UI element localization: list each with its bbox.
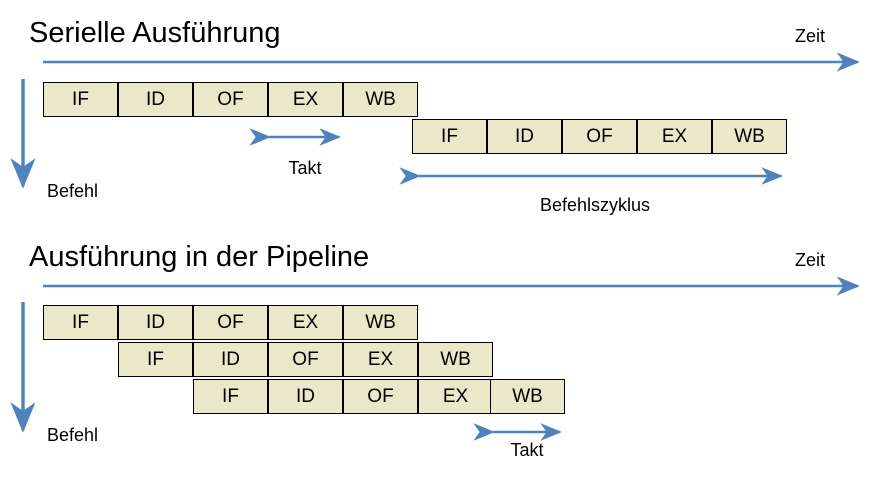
- serial-row2-cell-if: IF: [412, 119, 487, 154]
- serial-row1-cell-of: OF: [193, 82, 268, 117]
- serial-instruction-axis-label: Befehl: [47, 181, 99, 201]
- pipeline-row3-cell-of: OF: [343, 379, 418, 414]
- pipeline-row3-cell-ex: EX: [418, 379, 493, 414]
- serial-section-title: Serielle Ausführung: [29, 17, 281, 49]
- pipeline-row1-cell-wb: WB: [343, 305, 418, 340]
- pipeline-row1-cell-of: OF: [193, 305, 268, 340]
- serial-row2-cell-of: OF: [562, 119, 637, 154]
- pipeline-section-title: Ausführung in der Pipeline: [29, 241, 370, 273]
- pipeline-row3-cell-wb: WB: [490, 379, 565, 414]
- pipeline-row2-cell-id: ID: [193, 342, 268, 377]
- serial-row1-cell-wb: WB: [343, 82, 418, 117]
- serial-row1-cell-if: IF: [43, 82, 118, 117]
- serial-time-axis-label: Zeit: [795, 26, 826, 46]
- serial-row2-cell-wb: WB: [712, 119, 787, 154]
- pipeline-takt-label: Takt: [510, 440, 544, 460]
- serial-row2-cell-ex: EX: [637, 119, 712, 154]
- pipeline-instruction-axis-label: Befehl: [47, 425, 99, 445]
- pipeline-row2-cell-of: OF: [268, 342, 343, 377]
- serial-row1-cell-ex: EX: [268, 82, 343, 117]
- pipeline-time-axis-label: Zeit: [795, 250, 826, 270]
- pipeline-row3-cell-if: IF: [193, 379, 268, 414]
- serial-row1-cell-id: ID: [118, 82, 193, 117]
- pipeline-row1-cell-id: ID: [118, 305, 193, 340]
- serial-takt-label: Takt: [288, 158, 322, 178]
- pipeline-row3-cell-id: ID: [268, 379, 343, 414]
- serial-befehlszyklus-label: Befehlszyklus: [539, 195, 651, 215]
- pipeline-row1-cell-if: IF: [43, 305, 118, 340]
- pipeline-row1-cell-ex: EX: [268, 305, 343, 340]
- serial-row2-cell-id: ID: [487, 119, 562, 154]
- pipeline-row2-cell-ex: EX: [343, 342, 418, 377]
- pipeline-row2-cell-wb: WB: [418, 342, 493, 377]
- pipeline-row2-cell-if: IF: [118, 342, 193, 377]
